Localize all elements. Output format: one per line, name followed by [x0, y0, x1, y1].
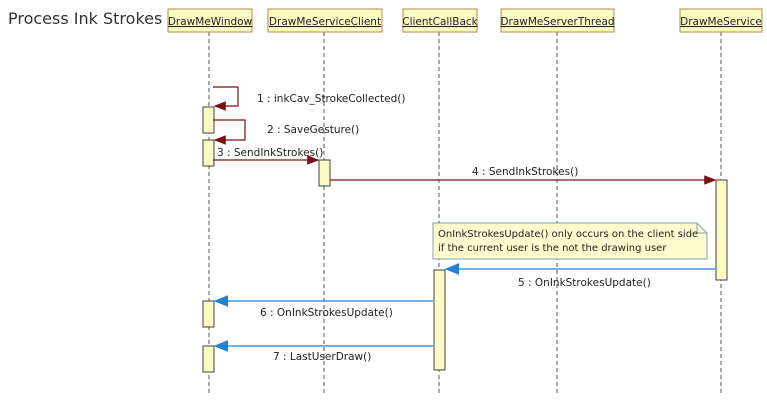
- lifeline-header: [402, 8, 478, 33]
- lifeline-header: [267, 8, 383, 33]
- message-label: 1 : inkCav_StrokeCollected(): [257, 93, 406, 105]
- message-label: 7 : LastUserDraw(): [273, 351, 371, 363]
- message-arrow: [213, 86, 239, 111]
- lifeline-header: [500, 8, 615, 33]
- diagram-title: Process Ink Strokes: [8, 9, 163, 28]
- lifeline-label: DrawMeWindow: [168, 16, 253, 28]
- lifeline-label: DrawMeServerThread: [500, 16, 614, 28]
- message-5: 5 : OnInkStrokesUpdate(): [444, 263, 715, 289]
- note-line: if the current user is the not the drawi…: [438, 243, 667, 254]
- message-3: 3 : SendInkStrokes(): [213, 147, 323, 165]
- message-1: 1 : inkCav_StrokeCollected(): [213, 86, 406, 111]
- message-label: 2 : SaveGesture(): [267, 124, 359, 136]
- lifeline-client: DrawMeServiceClient: [267, 8, 383, 396]
- message-7: 7 : LastUserDraw(): [213, 340, 433, 363]
- message-2: 2 : SaveGesture(): [213, 119, 359, 145]
- lifeline-label: DrawMeService: [680, 16, 762, 28]
- message-4: 4 : SendInkStrokes(): [330, 166, 717, 185]
- activation-bar: [202, 300, 215, 328]
- note-fold: [696, 223, 707, 234]
- lifeline-callback: ClientCallBack: [402, 8, 479, 396]
- message-6: 6 : OnInkStrokesUpdate(): [213, 295, 433, 319]
- lifeline-header: [167, 8, 253, 33]
- lifeline-header: [679, 8, 763, 33]
- message-arrow: [213, 119, 246, 145]
- lifeline-window: DrawMeWindow: [167, 8, 253, 396]
- message-label: 6 : OnInkStrokesUpdate(): [260, 307, 393, 319]
- activation-bar: [202, 106, 215, 134]
- activation-bar: [715, 179, 728, 281]
- message-label: 5 : OnInkStrokesUpdate(): [518, 277, 651, 289]
- lifeline-label: ClientCallBack: [402, 16, 478, 28]
- activation-bar: [202, 139, 215, 167]
- activation-bar: [318, 159, 331, 187]
- lifeline-label: DrawMeServiceClient: [269, 16, 381, 28]
- message-label: 3 : SendInkStrokes(): [217, 147, 323, 159]
- note-line: OnInkStrokesUpdate() only occurs on the …: [438, 229, 698, 240]
- activation-bar: [433, 269, 446, 371]
- message-label: 4 : SendInkStrokes(): [472, 166, 578, 178]
- note-shape: [432, 222, 708, 260]
- lifeline-thread: DrawMeServerThread: [500, 8, 615, 396]
- activation-bar: [202, 345, 215, 373]
- diagram-note: OnInkStrokesUpdate() only occurs on the …: [432, 222, 708, 260]
